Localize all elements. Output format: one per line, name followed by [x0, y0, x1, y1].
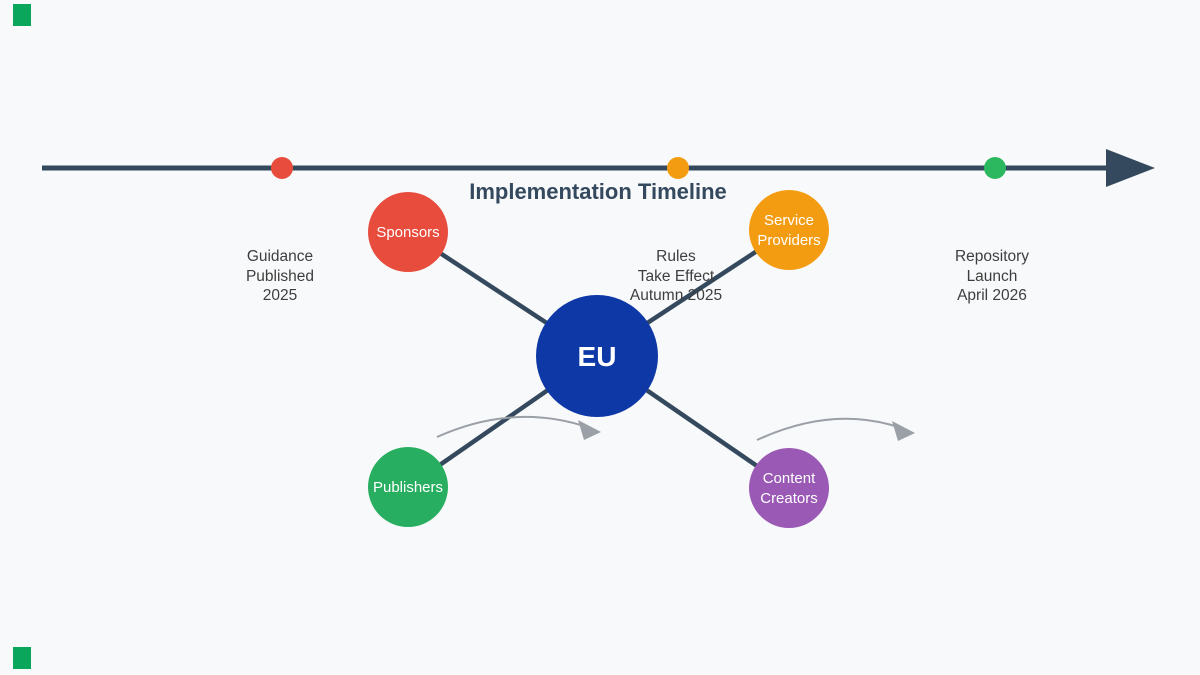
- milestone-line: April 2026: [957, 287, 1027, 304]
- curved-arrow-right-head-icon: [892, 421, 915, 441]
- corner-accent-top-left: [13, 4, 31, 26]
- page-title: Implementation Timeline: [469, 179, 727, 204]
- node-label-line: Service: [763, 212, 815, 229]
- node-label-line: Creators: [760, 490, 818, 507]
- node-service-providers-circle: [749, 190, 829, 270]
- milestone-dot-rules: [667, 157, 689, 179]
- milestone-line: Repository: [954, 248, 1030, 265]
- node-label-line: Content: [762, 470, 816, 487]
- curved-arrow-left: [436, 415, 591, 438]
- node-label-eu: EU: [577, 341, 617, 372]
- timeline-arrowhead-icon: [1106, 149, 1155, 187]
- corner-accent-bottom-left: [13, 647, 31, 669]
- milestone-label-repository: Repository Launch April 2026: [882, 247, 1102, 306]
- node-label-service-providers: Service Providers: [757, 211, 820, 251]
- node-sponsors-circle: [368, 192, 448, 272]
- milestone-line: Rules: [656, 248, 696, 265]
- milestone-line: 2025: [262, 287, 298, 304]
- curved-arrow-right: [756, 417, 905, 441]
- node-label-sponsors: Sponsors: [376, 224, 440, 241]
- milestone-line: Autumn 2025: [629, 287, 723, 304]
- node-label-publishers: Publishers: [372, 479, 444, 496]
- milestone-line: Published: [245, 267, 315, 285]
- milestone-line: Guidance: [246, 248, 314, 265]
- milestone-dot-guidance: [271, 157, 293, 179]
- milestone-label-guidance: Guidance Published 2025: [170, 247, 390, 306]
- node-publishers-circle: [368, 447, 448, 527]
- curved-arrow-left-head-icon: [578, 420, 601, 440]
- node-label-content-creators: Content Creators: [760, 469, 818, 509]
- node-content-creators-circle: [749, 448, 829, 528]
- milestone-line: Take Effect: [637, 267, 715, 285]
- milestone-dot-repository: [984, 157, 1006, 179]
- milestone-line: Launch: [966, 267, 1018, 285]
- node-eu-circle: [536, 295, 658, 417]
- milestone-label-rules: Rules Take Effect Autumn 2025: [566, 247, 786, 306]
- node-label-line: Providers: [757, 232, 821, 249]
